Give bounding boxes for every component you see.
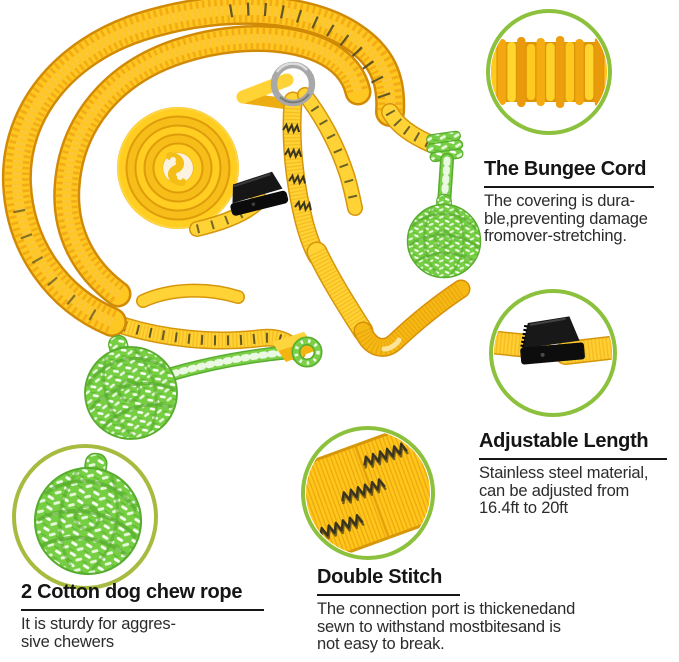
- callout-chew-rope: 2 Cotton dog chew rope It is sturdy for …: [21, 581, 264, 651]
- callout-body-line: can be adjusted from: [479, 481, 630, 500]
- callout-body-line: sive chewers: [21, 632, 114, 651]
- title-underline: [317, 594, 460, 596]
- callout-circle-bungee: [486, 9, 612, 135]
- bungee-loop-outer: [17, 9, 390, 322]
- callout-body-line: 16.4ft to 20ft: [479, 499, 568, 517]
- title-underline: [21, 609, 264, 611]
- callout-title-adjustable: Adjustable Length: [479, 430, 649, 452]
- callout-circle-rope: [12, 444, 158, 590]
- callout-bungee-cord: The Bungee Cord The covering is dura- bl…: [484, 158, 654, 246]
- harness-straps: [243, 80, 461, 349]
- callout-body-line: The connection port is thickenedand: [317, 600, 576, 618]
- stitch-closeup: [306, 431, 430, 555]
- callout-body-line: The covering is dura-: [484, 192, 635, 210]
- chew-rope-ball-right: [406, 193, 482, 279]
- callout-body-line: not easy to break.: [317, 635, 445, 653]
- buckle-closeup: [494, 316, 612, 365]
- callout-title-stitch: Double Stitch: [317, 566, 442, 588]
- callout-title-bungee: The Bungee Cord: [484, 158, 647, 180]
- callout-body-line: It is sturdy for aggres-: [21, 615, 176, 633]
- callout-body-line: fromover-stretching.: [484, 227, 627, 245]
- cam-buckle: [230, 171, 289, 216]
- webbing-loop: [143, 291, 238, 301]
- chew-rope-left: [69, 322, 323, 451]
- rope-knot-right: [426, 130, 464, 163]
- bungee-cord-closeup: [491, 36, 607, 108]
- d-ring: [270, 61, 316, 107]
- callout-body-line: sewn to withstand mostbitesand is: [317, 617, 561, 636]
- title-underline: [484, 186, 654, 188]
- callout-body-line: Stainless steel material,: [479, 464, 649, 482]
- callout-adjustable-length: Adjustable Length Stainless steel materi…: [479, 430, 667, 518]
- callout-title-rope: 2 Cotton dog chew rope: [21, 581, 243, 603]
- callout-circle-stitch: [301, 426, 435, 560]
- rope-knot-left: [272, 332, 323, 368]
- leash-scene: [17, 9, 482, 451]
- callout-circle-buckle: [489, 289, 617, 417]
- callout-double-stitch: Double Stitch The connection port is thi…: [317, 566, 575, 654]
- title-underline: [479, 458, 667, 460]
- chew-rope-right: [406, 130, 482, 279]
- callout-body-line: ble,preventing damage: [484, 209, 648, 228]
- webbing-coil: [117, 107, 239, 229]
